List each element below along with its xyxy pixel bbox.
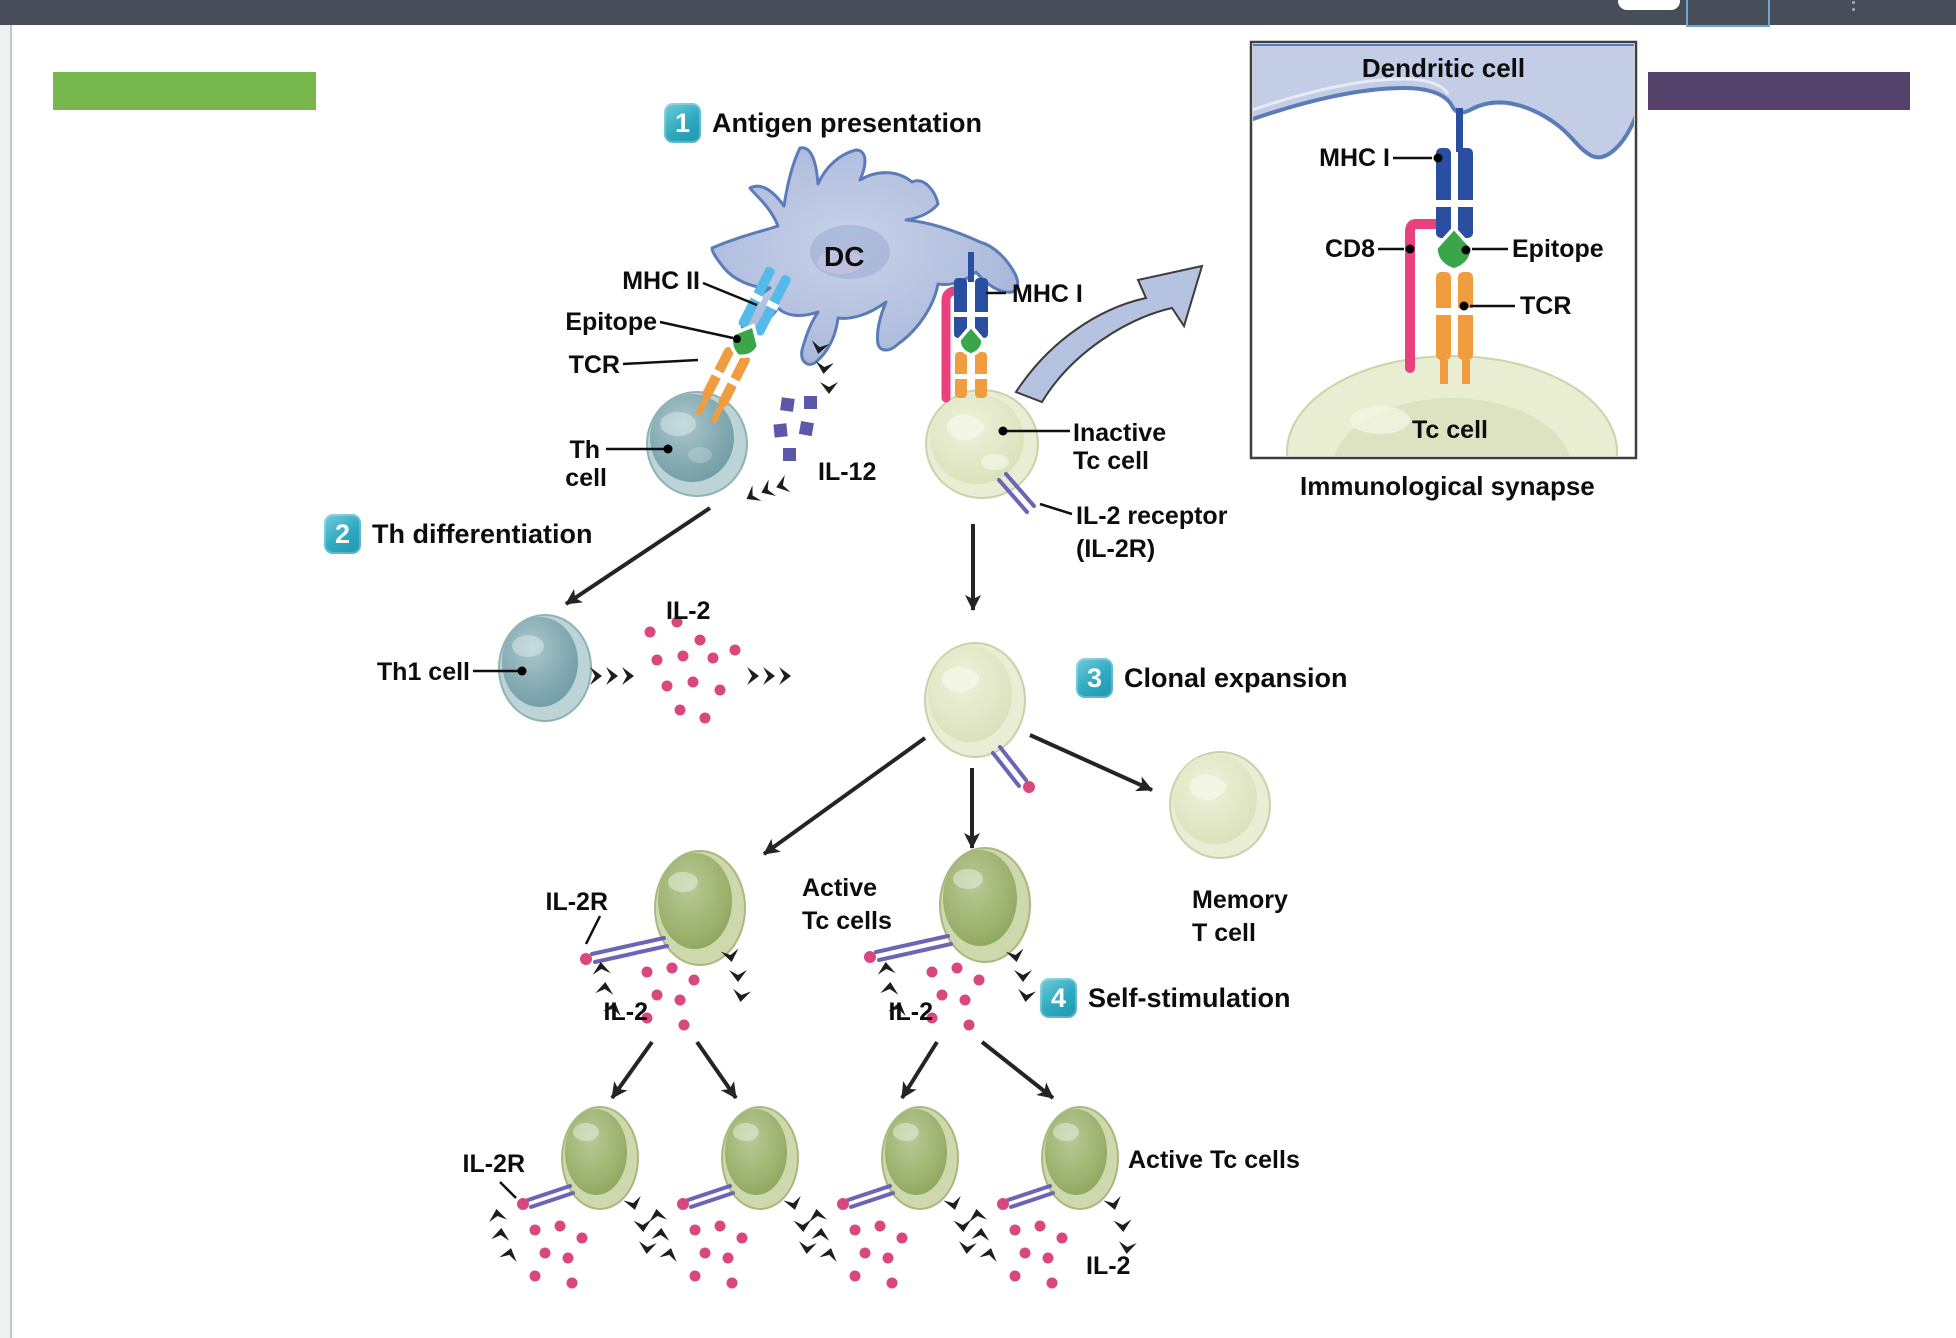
mhc1-cd8-tcr-complex-icon (941, 252, 989, 403)
th-cell-label-line2: cell (565, 464, 607, 492)
inset-tc-cell-label: Tc cell (1412, 416, 1488, 444)
il2-receptor-label-line1: IL-2 receptor (1076, 502, 1228, 530)
browser-toolbar (0, 0, 1956, 27)
dendritic-cell-graphic (710, 146, 1020, 366)
flow-arrows (564, 506, 1153, 1100)
il2-molecules-step2 (644, 616, 741, 724)
il2-bottom-label: IL-2 (1086, 1252, 1131, 1280)
inactive-tc-label-line2: Tc cell (1073, 447, 1149, 475)
il2-molecules-bottom (529, 1220, 1068, 1289)
green-decoration-bar (53, 72, 316, 110)
il2r-bottom-label: IL-2R (462, 1150, 526, 1178)
step-4-title: Self-stimulation (1088, 983, 1291, 1013)
active-tc-bottom-label: Active Tc cells (1128, 1146, 1300, 1174)
tab-pill[interactable] (1618, 0, 1680, 10)
inset-leader-lines (1378, 153, 1515, 311)
memory-t-cell-graphic (1169, 751, 1271, 859)
il2-mid-left-label: IL-2 (603, 998, 648, 1026)
il2-receptors-bottom (517, 1184, 1055, 1210)
inset-cd8-label: CD8 (1324, 235, 1375, 263)
il2-receptor-clonal (991, 745, 1035, 793)
mhc2-label: MHC II (622, 267, 700, 295)
il12-molecules-icon (773, 396, 817, 461)
th-cell-graphic (646, 391, 748, 497)
il2-label-step2: IL-2 (666, 597, 711, 625)
il2-molecules-mid-left (641, 962, 700, 1031)
page-left-margin (0, 25, 12, 1338)
th1-cell-label: Th1 cell (376, 658, 470, 686)
mhc2-tcr-complex-icon (695, 266, 791, 424)
swoosh-arrow (1014, 264, 1204, 404)
active-tc-label-line2: Tc cells (802, 907, 892, 935)
active-tc-cell-right-graphic (939, 847, 1031, 963)
inset-epitope-label: Epitope (1512, 235, 1604, 263)
th1-cell-graphic (498, 614, 592, 722)
memory-t-cell-label-line2: T cell (1192, 919, 1256, 947)
il2-receptor-inactive (997, 472, 1036, 514)
step-1-title: Antigen presentation (712, 108, 983, 138)
mhc1-label: MHC I (1012, 280, 1083, 308)
il2-molecules-mid-right (926, 962, 985, 1031)
step-2-badge: 2 (324, 514, 361, 554)
kebab-menu-icon[interactable] (1852, 1, 1856, 15)
il2r-mid-label: IL-2R (545, 888, 609, 916)
inset-mhc1-label: MHC I (1319, 144, 1390, 172)
inset-mhc1-cd8-tcr-complex-icon (1405, 108, 1474, 384)
step-3-title: Clonal expansion (1124, 663, 1348, 693)
th-cell-label-line1: Th (569, 436, 600, 464)
active-tc-bottom-row (561, 1106, 1119, 1210)
step-2-title: Th differentiation (372, 519, 593, 549)
active-tc-cell-left-graphic (654, 850, 746, 966)
inset-caption: Immunological synapse (1300, 471, 1595, 501)
leader-lines (473, 281, 1073, 1199)
il2-receptor-mid-left (580, 936, 669, 965)
tcr-label: TCR (568, 351, 620, 379)
step-1-badge: 1 (664, 103, 701, 143)
inset-dendritic-cell-graphic (1253, 44, 1634, 160)
immunological-synapse-inset (1249, 40, 1638, 460)
clonal-tc-cell-graphic (924, 642, 1026, 758)
inset-tc-cell-graphic (1286, 355, 1618, 456)
step-3-badge: 3 (1076, 658, 1113, 698)
inactive-tc-cell-graphic (925, 389, 1039, 499)
inactive-tc-label-line1: Inactive (1073, 419, 1167, 447)
il2-receptor-mid-right (864, 934, 953, 963)
active-tc-label-line1: Active (802, 874, 878, 902)
purple-decoration-bar (1648, 72, 1910, 110)
dc-label: DC (824, 241, 865, 272)
toolbar-button[interactable] (1686, 0, 1770, 27)
il2-receptor-label-line2: (IL-2R) (1076, 535, 1156, 563)
epitope-label: Epitope (565, 308, 657, 336)
memory-t-cell-label-line1: Memory (1192, 886, 1288, 914)
inset-dendritic-cell-label: Dendritic cell (1361, 53, 1526, 83)
step-4-badge: 4 (1040, 978, 1077, 1018)
il12-label: IL-12 (818, 458, 877, 486)
il2-mid-right-label: IL-2 (888, 998, 933, 1026)
inset-tcr-label: TCR (1520, 292, 1572, 320)
